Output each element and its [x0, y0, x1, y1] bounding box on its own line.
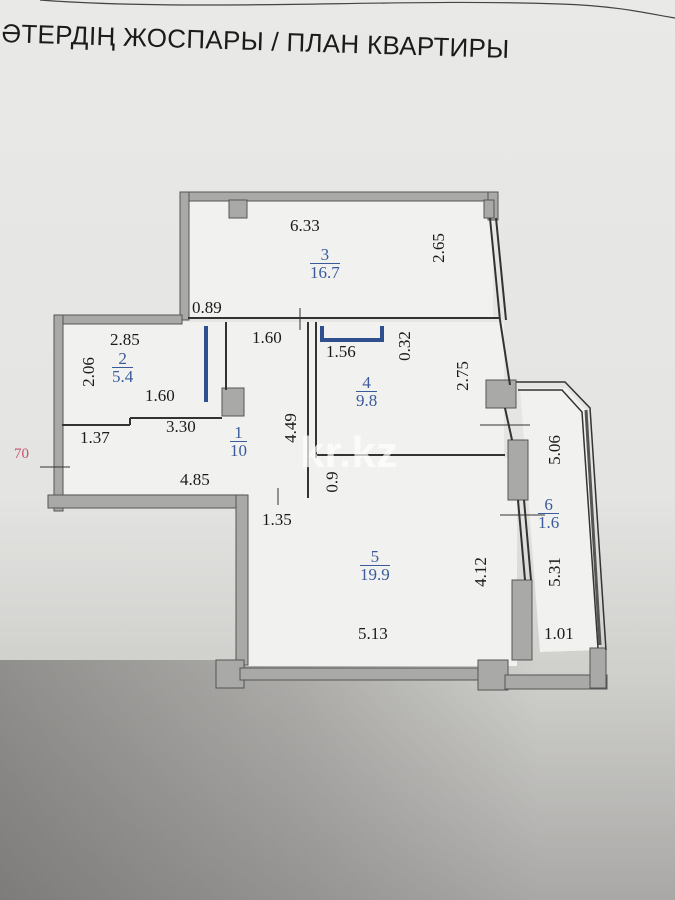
room-area: 1.6: [538, 513, 560, 532]
dim-room3-width: 6.33: [290, 216, 320, 235]
dim-balcony-end: 1.01: [544, 624, 574, 643]
room-number: 6: [538, 496, 560, 514]
room-number: 2: [112, 350, 134, 368]
room-number: 1: [230, 424, 247, 442]
dim-hall-left: 1.37: [80, 428, 110, 447]
dim-room3-depth: 2.65: [428, 233, 448, 263]
dim-room2-bottom: 1.60: [145, 386, 175, 405]
paper-edge-curve: [39, 0, 675, 19]
room-area: 5.4: [112, 367, 134, 386]
watermark: kr.kz: [300, 428, 398, 477]
room-1-label: 1 10: [230, 424, 247, 459]
room-number: 5: [360, 548, 390, 566]
dim-corridor-step: 0.89: [192, 298, 222, 317]
dim-hall-top: 1.60: [252, 328, 282, 347]
room-area: 10: [230, 441, 247, 460]
dim-room2-width: 2.85: [110, 330, 140, 349]
room-area: 16.7: [310, 263, 340, 282]
room-number: 4: [356, 374, 378, 392]
dim-room5-width: 5.13: [358, 624, 388, 643]
dim-hall-mid: 3.30: [166, 417, 196, 436]
room-6-label: 6 1.6: [538, 496, 560, 532]
dim-hall-bottom: 4.85: [180, 470, 210, 489]
dim-bath-niche: 0.32: [394, 331, 414, 361]
room-2-label: 2 5.4: [112, 350, 134, 386]
dim-room2-depth: 2.06: [78, 357, 98, 387]
dim-room5-depth: 4.12: [470, 557, 490, 587]
room-number: 3: [310, 246, 340, 264]
dim-balcony-inner: 5.31: [544, 557, 564, 587]
dim-bath-width: 1.56: [326, 342, 356, 361]
dim-balcony-outer: 5.06: [544, 435, 564, 465]
room-4-label: 4 9.8: [356, 374, 378, 410]
photo-shadow: [0, 660, 675, 900]
room-3-label: 3 16.7: [310, 246, 340, 281]
room-5-label: 5 19.9: [360, 548, 390, 583]
dim-hall-side: 4.49: [280, 413, 300, 443]
dim-room5-entry: 1.35: [262, 510, 292, 529]
room-area: 19.9: [360, 565, 390, 584]
room-area: 9.8: [356, 391, 378, 410]
dim-room4-depth: 2.75: [452, 361, 472, 391]
left-marker: 70: [14, 446, 29, 462]
